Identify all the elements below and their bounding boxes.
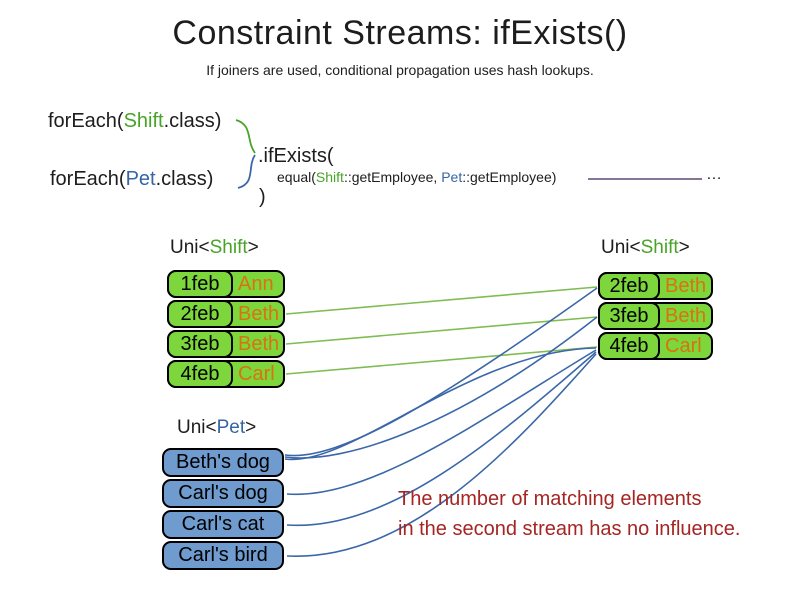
code-shift-class: Shift	[123, 110, 164, 132]
label-type: Shift	[209, 237, 248, 258]
label-text: >	[247, 237, 259, 258]
label-text: >	[245, 417, 257, 438]
shift-row-2feb-beth: 2feb Beth	[167, 300, 285, 328]
shift-date-cell: 3feb	[598, 302, 660, 330]
shift-row-3feb-beth: 3feb Beth	[167, 330, 285, 358]
shift-date-cell: 4feb	[167, 360, 233, 388]
pet-row-carls-bird: Carl's bird	[162, 541, 284, 570]
code-text: ::getEmployee)	[462, 169, 557, 185]
pass-through-line-2feb	[285, 286, 598, 315]
shift-date-cell: 4feb	[598, 332, 660, 360]
shift-name-cell: Ann	[238, 272, 274, 295]
code-pet-class: Pet	[125, 168, 156, 190]
pass-through-line-4feb	[285, 346, 598, 375]
brace-bottom-blue	[237, 154, 256, 189]
pet-row-beths-dog: Beth's dog	[162, 448, 284, 477]
shift-date-cell: 3feb	[167, 330, 233, 358]
code-equal-joiner: equal(Shift::getEmployee, Pet::getEmploy…	[277, 169, 556, 185]
label-text: Uni<	[170, 237, 210, 258]
code-close-paren: )	[259, 186, 266, 208]
shift-name-cell: Beth	[238, 302, 280, 325]
note-line2: in the second stream has no influence.	[398, 518, 741, 540]
shift-name-cell: Beth	[665, 274, 707, 297]
code-foreach-pet: forEach(Pet.class)	[50, 168, 213, 191]
code-shift-ref: Shift	[315, 169, 344, 185]
code-text: forEach(	[48, 110, 124, 132]
shift-name-cell: Beth	[665, 304, 707, 327]
note-text: The number of matching elements in the s…	[398, 484, 740, 544]
left-shift-table-label: Uni<Shift>	[170, 237, 259, 259]
shift-row-2feb-beth-out: 2feb Beth	[598, 272, 713, 300]
right-shift-table-label: Uni<Shift>	[601, 237, 690, 259]
page-title: Constraint Streams: ifExists()	[172, 14, 628, 52]
shift-name-cell: Beth	[238, 332, 280, 355]
shift-row-4feb-carl-out: 4feb Carl	[598, 332, 713, 360]
match-line-bethsdog-4feb	[284, 347, 597, 461]
label-text: >	[678, 237, 690, 258]
shift-date-cell: 2feb	[598, 272, 660, 300]
code-text: ::getEmployee,	[343, 169, 442, 185]
shift-row-1feb-ann: 1feb Ann	[167, 270, 285, 298]
code-ifexists: .ifExists(	[258, 145, 334, 167]
shift-row-4feb-carl: 4feb Carl	[167, 360, 285, 388]
slide-subtitle: If joiners are used, conditional propaga…	[206, 62, 594, 78]
shift-name-cell: Carl	[238, 362, 275, 385]
shift-row-3feb-beth-out: 3feb Beth	[598, 302, 713, 330]
shift-date-cell: 2feb	[167, 300, 233, 328]
match-line-carlscat-4feb	[286, 351, 597, 527]
pet-table-label: Uni<Pet>	[177, 417, 256, 439]
pet-row-carls-cat: Carl's cat	[162, 510, 284, 539]
code-foreach-shift: forEach(Shift.class)	[48, 110, 221, 133]
label-type: Shift	[640, 237, 679, 258]
code-text: forEach(	[50, 168, 126, 190]
label-text: Uni<	[177, 417, 217, 438]
match-line-carlsdog-4feb	[286, 349, 597, 496]
pass-through-line-3feb	[285, 316, 598, 345]
shift-name-cell: Carl	[665, 334, 702, 357]
code-text: equal(	[277, 169, 316, 185]
label-type: Pet	[216, 417, 246, 438]
code-pet-ref: Pet	[441, 169, 463, 185]
match-line-carlsbird-4feb	[286, 353, 597, 557]
code-text: .class)	[155, 168, 214, 190]
label-text: Uni<	[601, 237, 641, 258]
match-line-bethsdog-3feb	[284, 316, 598, 459]
pet-row-carls-dog: Carl's dog	[162, 479, 284, 508]
code-text: .class)	[163, 110, 222, 132]
match-line-bethsdog-2feb	[284, 287, 598, 457]
brace-top-green	[235, 119, 256, 154]
note-line1: The number of matching elements	[398, 488, 702, 510]
shift-date-cell: 1feb	[167, 270, 233, 298]
ellipsis-text: …	[706, 166, 722, 183]
